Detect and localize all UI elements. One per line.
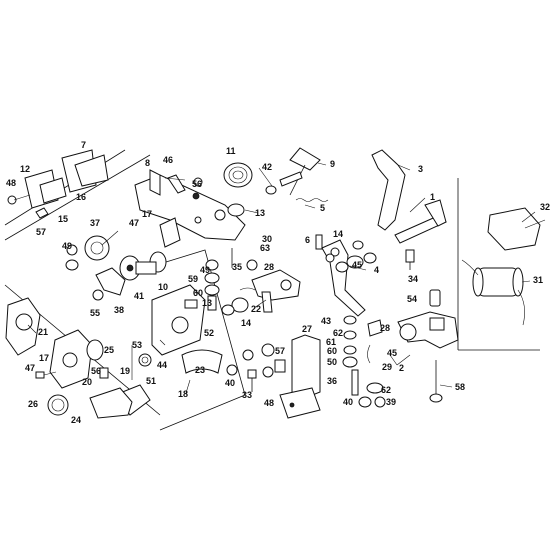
callout-52: 52 xyxy=(204,328,214,338)
callout-17b: 17 xyxy=(39,353,49,363)
callout-49b: 49 xyxy=(200,265,210,275)
spring-group-11 xyxy=(164,162,277,217)
callout-11: 11 xyxy=(226,146,236,156)
rod-1 xyxy=(394,199,447,244)
callout-48b: 48 xyxy=(264,398,274,408)
callout-50: 50 xyxy=(327,357,337,367)
callout-53: 53 xyxy=(132,340,142,350)
callout-28b: 28 xyxy=(380,323,390,333)
callout-62: 62 xyxy=(333,328,343,338)
bracket-27 xyxy=(274,334,321,419)
lever-22 xyxy=(251,269,301,313)
callout-labels: 1 2 3 4 5 6 7 8 9 10 11 12 13 13 14 14 1… xyxy=(6,140,550,425)
callout-32: 32 xyxy=(540,202,550,212)
callout-59: 59 xyxy=(188,274,198,284)
callout-17: 17 xyxy=(142,209,152,219)
callout-28: 28 xyxy=(264,262,274,272)
callout-60b: 60 xyxy=(327,346,337,356)
callout-40b: 40 xyxy=(343,397,353,407)
callout-47: 47 xyxy=(129,218,139,228)
lever-38 xyxy=(92,267,126,301)
lever-assembly-8 xyxy=(134,169,246,248)
callout-26: 26 xyxy=(28,399,38,409)
callout-16: 16 xyxy=(76,192,86,202)
callout-37: 37 xyxy=(90,218,100,228)
gear-37 xyxy=(65,235,110,271)
callout-39: 39 xyxy=(386,397,396,407)
callout-6: 6 xyxy=(305,235,310,245)
callout-45b: 45 xyxy=(387,348,397,358)
callout-45: 45 xyxy=(352,260,362,270)
callout-35: 35 xyxy=(232,262,242,272)
callout-25: 25 xyxy=(104,345,114,355)
callout-51: 51 xyxy=(146,376,156,386)
governor-arm-group-2 xyxy=(342,311,459,408)
callout-56: 56 xyxy=(192,179,202,189)
bracket-group-upper-left xyxy=(7,149,109,219)
callout-12: 12 xyxy=(20,164,30,174)
rod-assembly-9 xyxy=(279,147,329,202)
callout-13b: 13 xyxy=(202,298,212,308)
callout-22: 22 xyxy=(251,304,261,314)
callout-38: 38 xyxy=(114,305,124,315)
callout-18: 18 xyxy=(178,389,188,399)
callout-5: 5 xyxy=(320,203,325,213)
callout-1: 1 xyxy=(430,192,435,202)
callout-58: 58 xyxy=(455,382,465,392)
callout-15: 15 xyxy=(58,214,68,224)
callout-49: 49 xyxy=(62,241,72,251)
callout-56b: 56 xyxy=(91,366,101,376)
leader-lines xyxy=(27,162,536,394)
callout-43: 43 xyxy=(321,316,331,326)
pulley-41 xyxy=(119,251,167,281)
callout-60: 60 xyxy=(193,288,203,298)
callout-4: 4 xyxy=(374,265,379,275)
callout-57: 57 xyxy=(36,227,46,237)
callout-23: 23 xyxy=(195,365,205,375)
callout-2: 2 xyxy=(399,363,404,373)
cover-32-and-pump-31 xyxy=(461,207,546,326)
bolts-33-57-40 xyxy=(226,343,275,392)
pin-group-6-14 xyxy=(315,234,377,273)
callout-30: 30 xyxy=(262,234,272,244)
callout-7: 7 xyxy=(81,140,86,150)
panel-18 xyxy=(114,284,223,416)
callout-36: 36 xyxy=(327,376,337,386)
bushing-54 xyxy=(429,289,441,307)
callout-44: 44 xyxy=(157,360,167,370)
lower-left-assembly xyxy=(5,297,133,419)
callout-3: 3 xyxy=(418,164,423,174)
callout-8: 8 xyxy=(145,158,150,168)
callout-40: 40 xyxy=(225,378,235,388)
callout-55: 55 xyxy=(90,308,100,318)
callout-62b: 62 xyxy=(381,385,391,395)
callout-57b: 57 xyxy=(275,346,285,356)
callout-63: 63 xyxy=(260,243,270,253)
callout-41: 41 xyxy=(134,291,144,301)
callout-47b: 47 xyxy=(25,363,35,373)
callout-54: 54 xyxy=(407,294,417,304)
callout-24: 24 xyxy=(71,415,81,425)
callout-20: 20 xyxy=(82,377,92,387)
callout-48: 48 xyxy=(6,178,16,188)
callout-14b: 14 xyxy=(241,318,251,328)
callout-33: 33 xyxy=(242,390,252,400)
callout-10: 10 xyxy=(158,282,168,292)
callout-29: 29 xyxy=(382,362,392,372)
callout-34: 34 xyxy=(408,274,418,284)
callout-46: 46 xyxy=(163,155,173,165)
callout-19: 19 xyxy=(120,366,130,376)
callout-42: 42 xyxy=(262,162,272,172)
callout-9: 9 xyxy=(330,159,335,169)
callout-31: 31 xyxy=(533,275,543,285)
callout-14: 14 xyxy=(333,229,343,239)
callout-27: 27 xyxy=(302,324,312,334)
bolt-34 xyxy=(405,249,415,270)
shaft-group-10 xyxy=(204,248,258,316)
callout-21: 21 xyxy=(38,327,48,337)
callout-13: 13 xyxy=(255,208,265,218)
callout-61: 61 xyxy=(326,337,336,347)
